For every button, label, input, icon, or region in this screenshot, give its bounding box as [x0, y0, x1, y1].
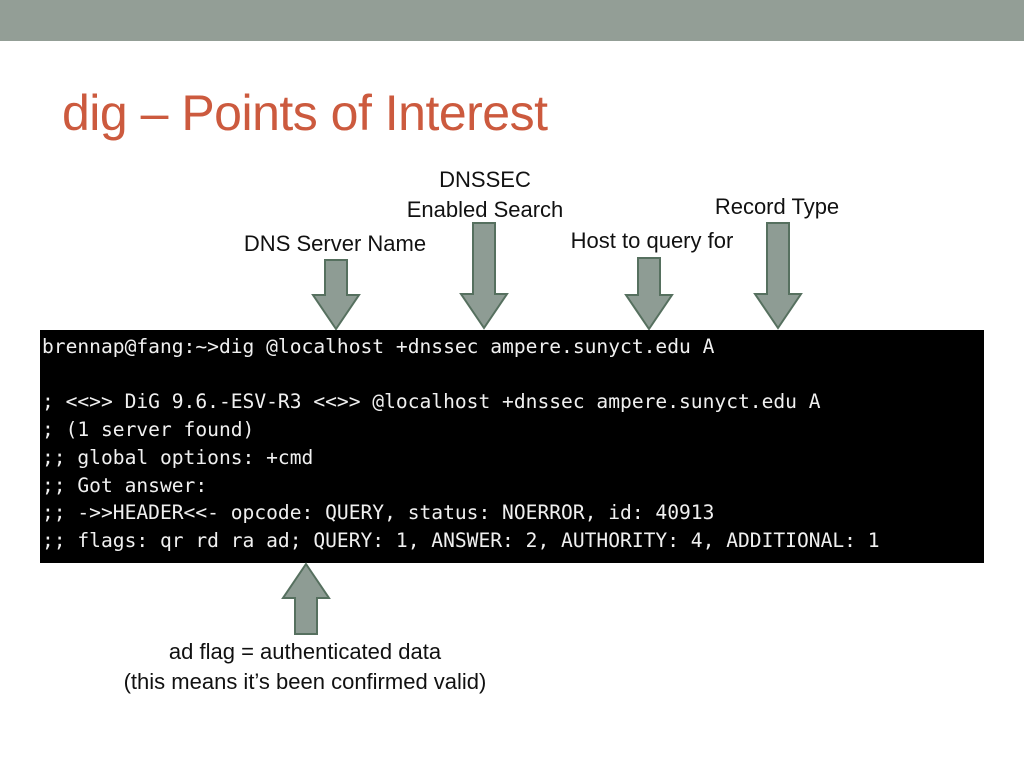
dnssec-label: DNSSEC Enabled Search	[385, 165, 585, 225]
dnssec-label-line2: Enabled Search	[406, 197, 564, 222]
host-to-query-label: Host to query for	[570, 228, 734, 253]
terminal-line-flags: ;; flags: qr rd ra ad; QUERY: 1, ANSWER:…	[42, 529, 880, 552]
terminal-line-dig-version: ; <<>> DiG 9.6.-ESV-R3 <<>> @localhost +…	[42, 390, 821, 413]
terminal-line-global-options: ;; global options: +cmd	[42, 446, 314, 469]
terminal-line-server-found: ; (1 server found)	[42, 418, 255, 441]
ad-flag-label: ad flag = authenticated data (this means…	[75, 637, 535, 697]
terminal-line-got-answer: ;; Got answer:	[42, 474, 208, 497]
terminal-line-header: ;; ->>HEADER<<- opcode: QUERY, status: N…	[42, 501, 715, 524]
down-arrow-icon-record-type	[753, 222, 803, 330]
down-arrow-icon-dnssec	[459, 222, 509, 330]
up-arrow-icon-ad-flag	[281, 562, 331, 635]
down-arrow-icon-host	[624, 257, 674, 331]
top-bar	[0, 0, 1024, 41]
ad-flag-label-line1: ad flag = authenticated data	[168, 639, 442, 664]
terminal-output: brennap@fang:~>dig @localhost +dnssec am…	[40, 330, 984, 563]
terminal-line-command: brennap@fang:~>dig @localhost +dnssec am…	[42, 335, 715, 358]
slide-title: dig – Points of Interest	[62, 85, 548, 141]
dnssec-label-line1: DNSSEC	[439, 167, 531, 192]
ad-flag-label-line2: (this means it’s been confirmed valid)	[123, 669, 487, 694]
down-arrow-icon-server	[311, 259, 361, 331]
record-type-label: Record Type	[714, 194, 840, 219]
dns-server-name-label: DNS Server Name	[243, 231, 427, 256]
